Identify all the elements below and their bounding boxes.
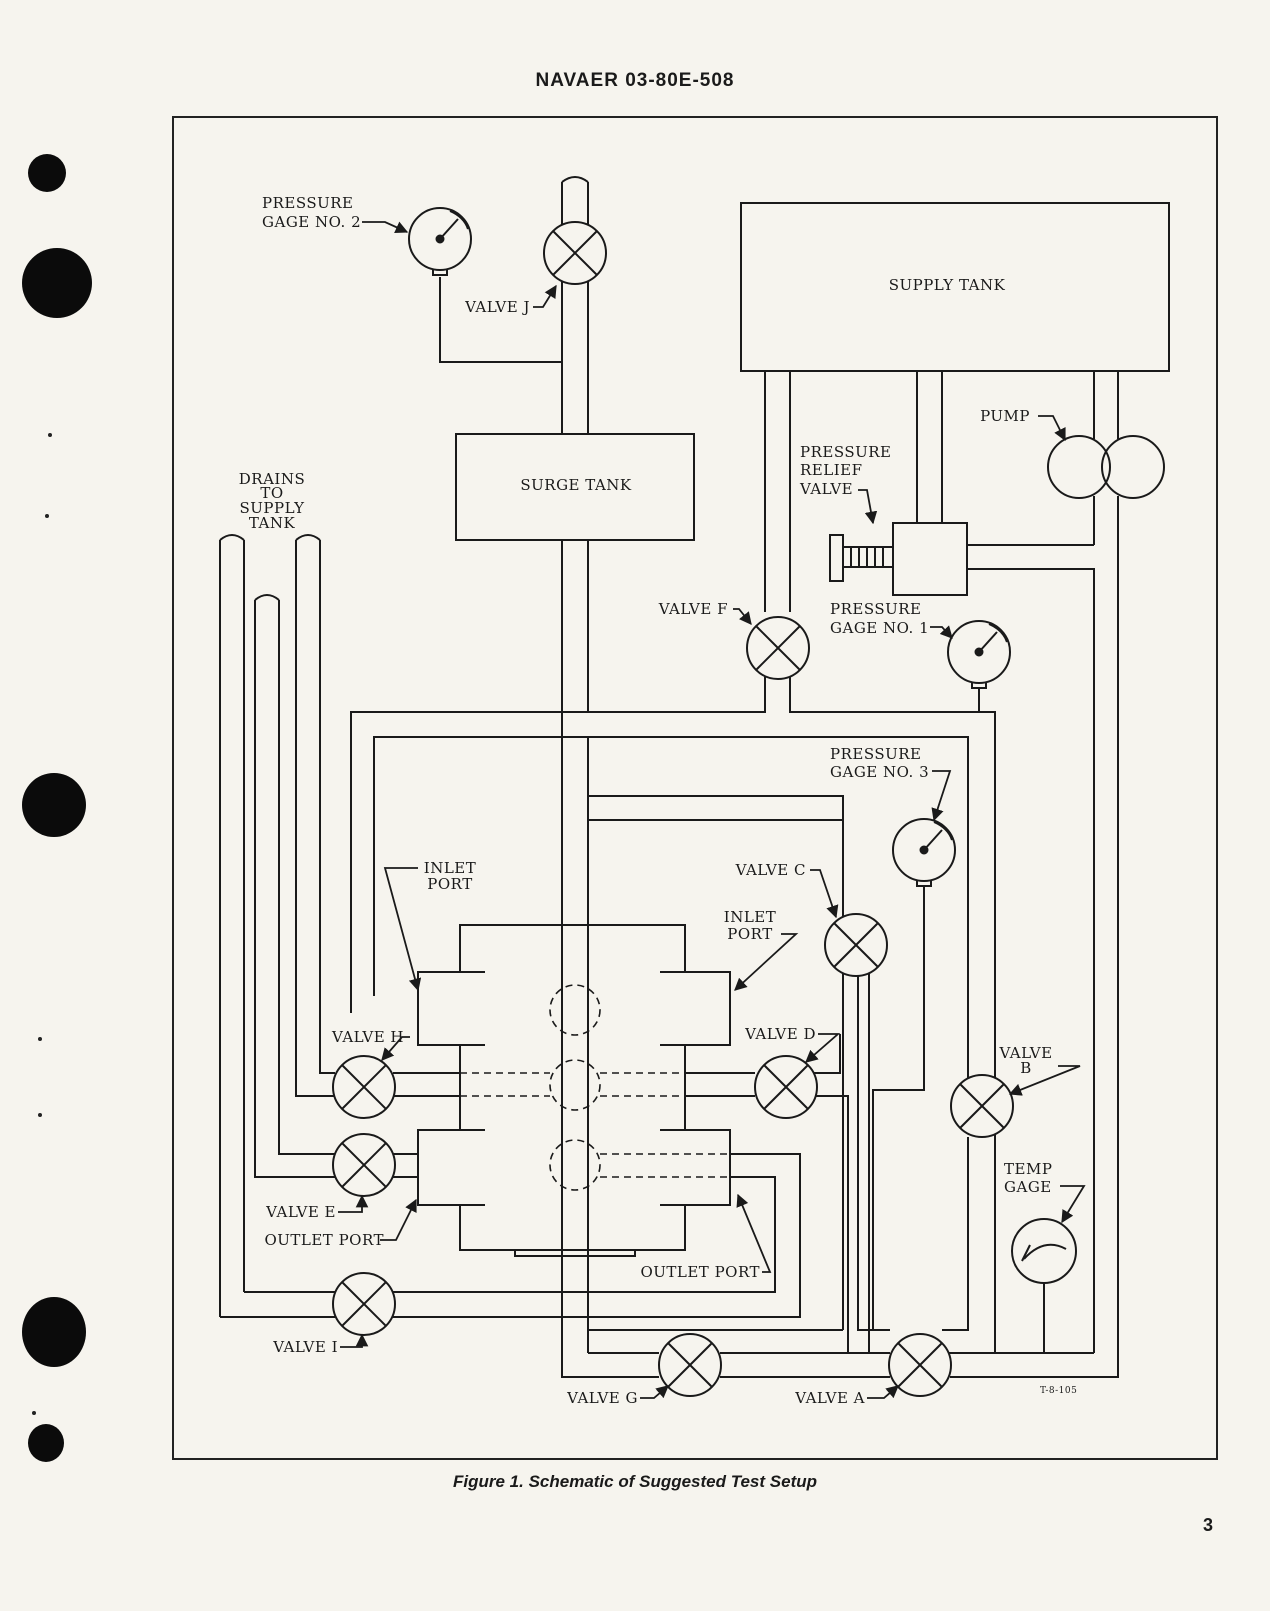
pressure-relief-valve	[892, 522, 968, 596]
label-drains-l2: TO	[260, 484, 283, 502]
label-pressure-gage-1-l1: PRESSURE	[830, 600, 922, 618]
binder-hole	[22, 773, 86, 837]
page-number: 3	[1203, 1515, 1214, 1535]
label-outlet-port-right: OUTLET PORT	[640, 1263, 760, 1281]
label-valve-c: VALVE C	[735, 861, 806, 879]
label-valve-j: VALVE J	[464, 298, 530, 316]
label-surge-tank: SURGE TANK	[520, 476, 632, 494]
supply-tank	[740, 202, 1170, 372]
figure-caption: Figure 1. Schematic of Suggested Test Se…	[453, 1472, 817, 1491]
label-valve-h: VALVE H	[331, 1028, 404, 1046]
speck	[38, 1113, 42, 1117]
drawing-number: T-8-105	[1040, 1386, 1077, 1396]
label-pump: PUMP	[980, 407, 1030, 425]
label-drains-l4: TANK	[249, 514, 296, 532]
valve-g	[658, 1333, 722, 1397]
label-valve-d: VALVE D	[744, 1025, 816, 1043]
label-valve-i: VALVE I	[272, 1338, 338, 1356]
valve-i	[332, 1272, 396, 1336]
label-valve-g: VALVE G	[566, 1389, 638, 1407]
test-unit	[417, 924, 731, 1251]
binder-hole	[28, 154, 66, 192]
label-inlet-port-left-l2: PORT	[427, 875, 472, 893]
label-relief-l2: RELIEF	[800, 461, 863, 479]
speck	[38, 1037, 42, 1041]
pump	[1047, 435, 1111, 499]
label-supply-tank: SUPPLY TANK	[889, 276, 1006, 294]
speck	[45, 514, 49, 518]
valve-d	[754, 1055, 818, 1119]
speck	[48, 433, 52, 437]
label-outlet-port-left: OUTLET PORT	[264, 1231, 384, 1249]
label-pressure-gage-2-l1: PRESSURE	[262, 194, 354, 212]
document-header: NAVAER 03-80E-508	[535, 70, 735, 91]
valve-j	[543, 221, 607, 285]
label-valve-b-l2: B	[1020, 1059, 1032, 1077]
label-temp-gage-l1: TEMP	[1004, 1160, 1052, 1178]
label-valve-e: VALVE E	[265, 1203, 336, 1221]
label-relief-l1: PRESSURE	[800, 443, 892, 461]
label-drains-l1: DRAINS	[239, 470, 305, 488]
label-pressure-gage-3-l1: PRESSURE	[830, 745, 922, 763]
speck	[32, 1411, 36, 1415]
pressure-gage-1	[947, 620, 1011, 689]
valve-e	[332, 1133, 396, 1197]
label-pressure-gage-1-l2: GAGE NO. 1	[830, 619, 929, 637]
label-drains-l3: SUPPLY	[239, 499, 305, 517]
valve-b	[950, 1074, 1014, 1138]
temp-gage	[1011, 1218, 1077, 1284]
label-relief-l3: VALVE	[799, 480, 853, 498]
valve-h	[332, 1055, 396, 1119]
valve-c	[824, 913, 888, 977]
label-valve-f: VALVE F	[658, 600, 728, 618]
label-inlet-port-right-l1: INLET	[724, 908, 776, 926]
valve-f	[746, 616, 810, 680]
label-pressure-gage-3-l2: GAGE NO. 3	[830, 763, 929, 781]
label-inlet-port-right-l2: PORT	[727, 925, 772, 943]
label-inlet-port-left-l1: INLET	[424, 859, 476, 877]
figure-frame	[172, 116, 1218, 1460]
label-pressure-gage-2-l2: GAGE NO. 2	[262, 213, 361, 231]
label-valve-a: VALVE A	[794, 1389, 865, 1407]
pressure-gage-2	[408, 207, 472, 276]
label-valve-b-l1: VALVE	[998, 1044, 1052, 1062]
binder-hole	[22, 1297, 86, 1367]
pressure-gage-3	[892, 818, 956, 887]
label-temp-gage-l2: GAGE	[1004, 1178, 1052, 1196]
binder-hole	[22, 248, 92, 318]
valve-a	[888, 1333, 952, 1397]
binder-hole	[28, 1424, 64, 1462]
surge-tank	[455, 433, 695, 541]
